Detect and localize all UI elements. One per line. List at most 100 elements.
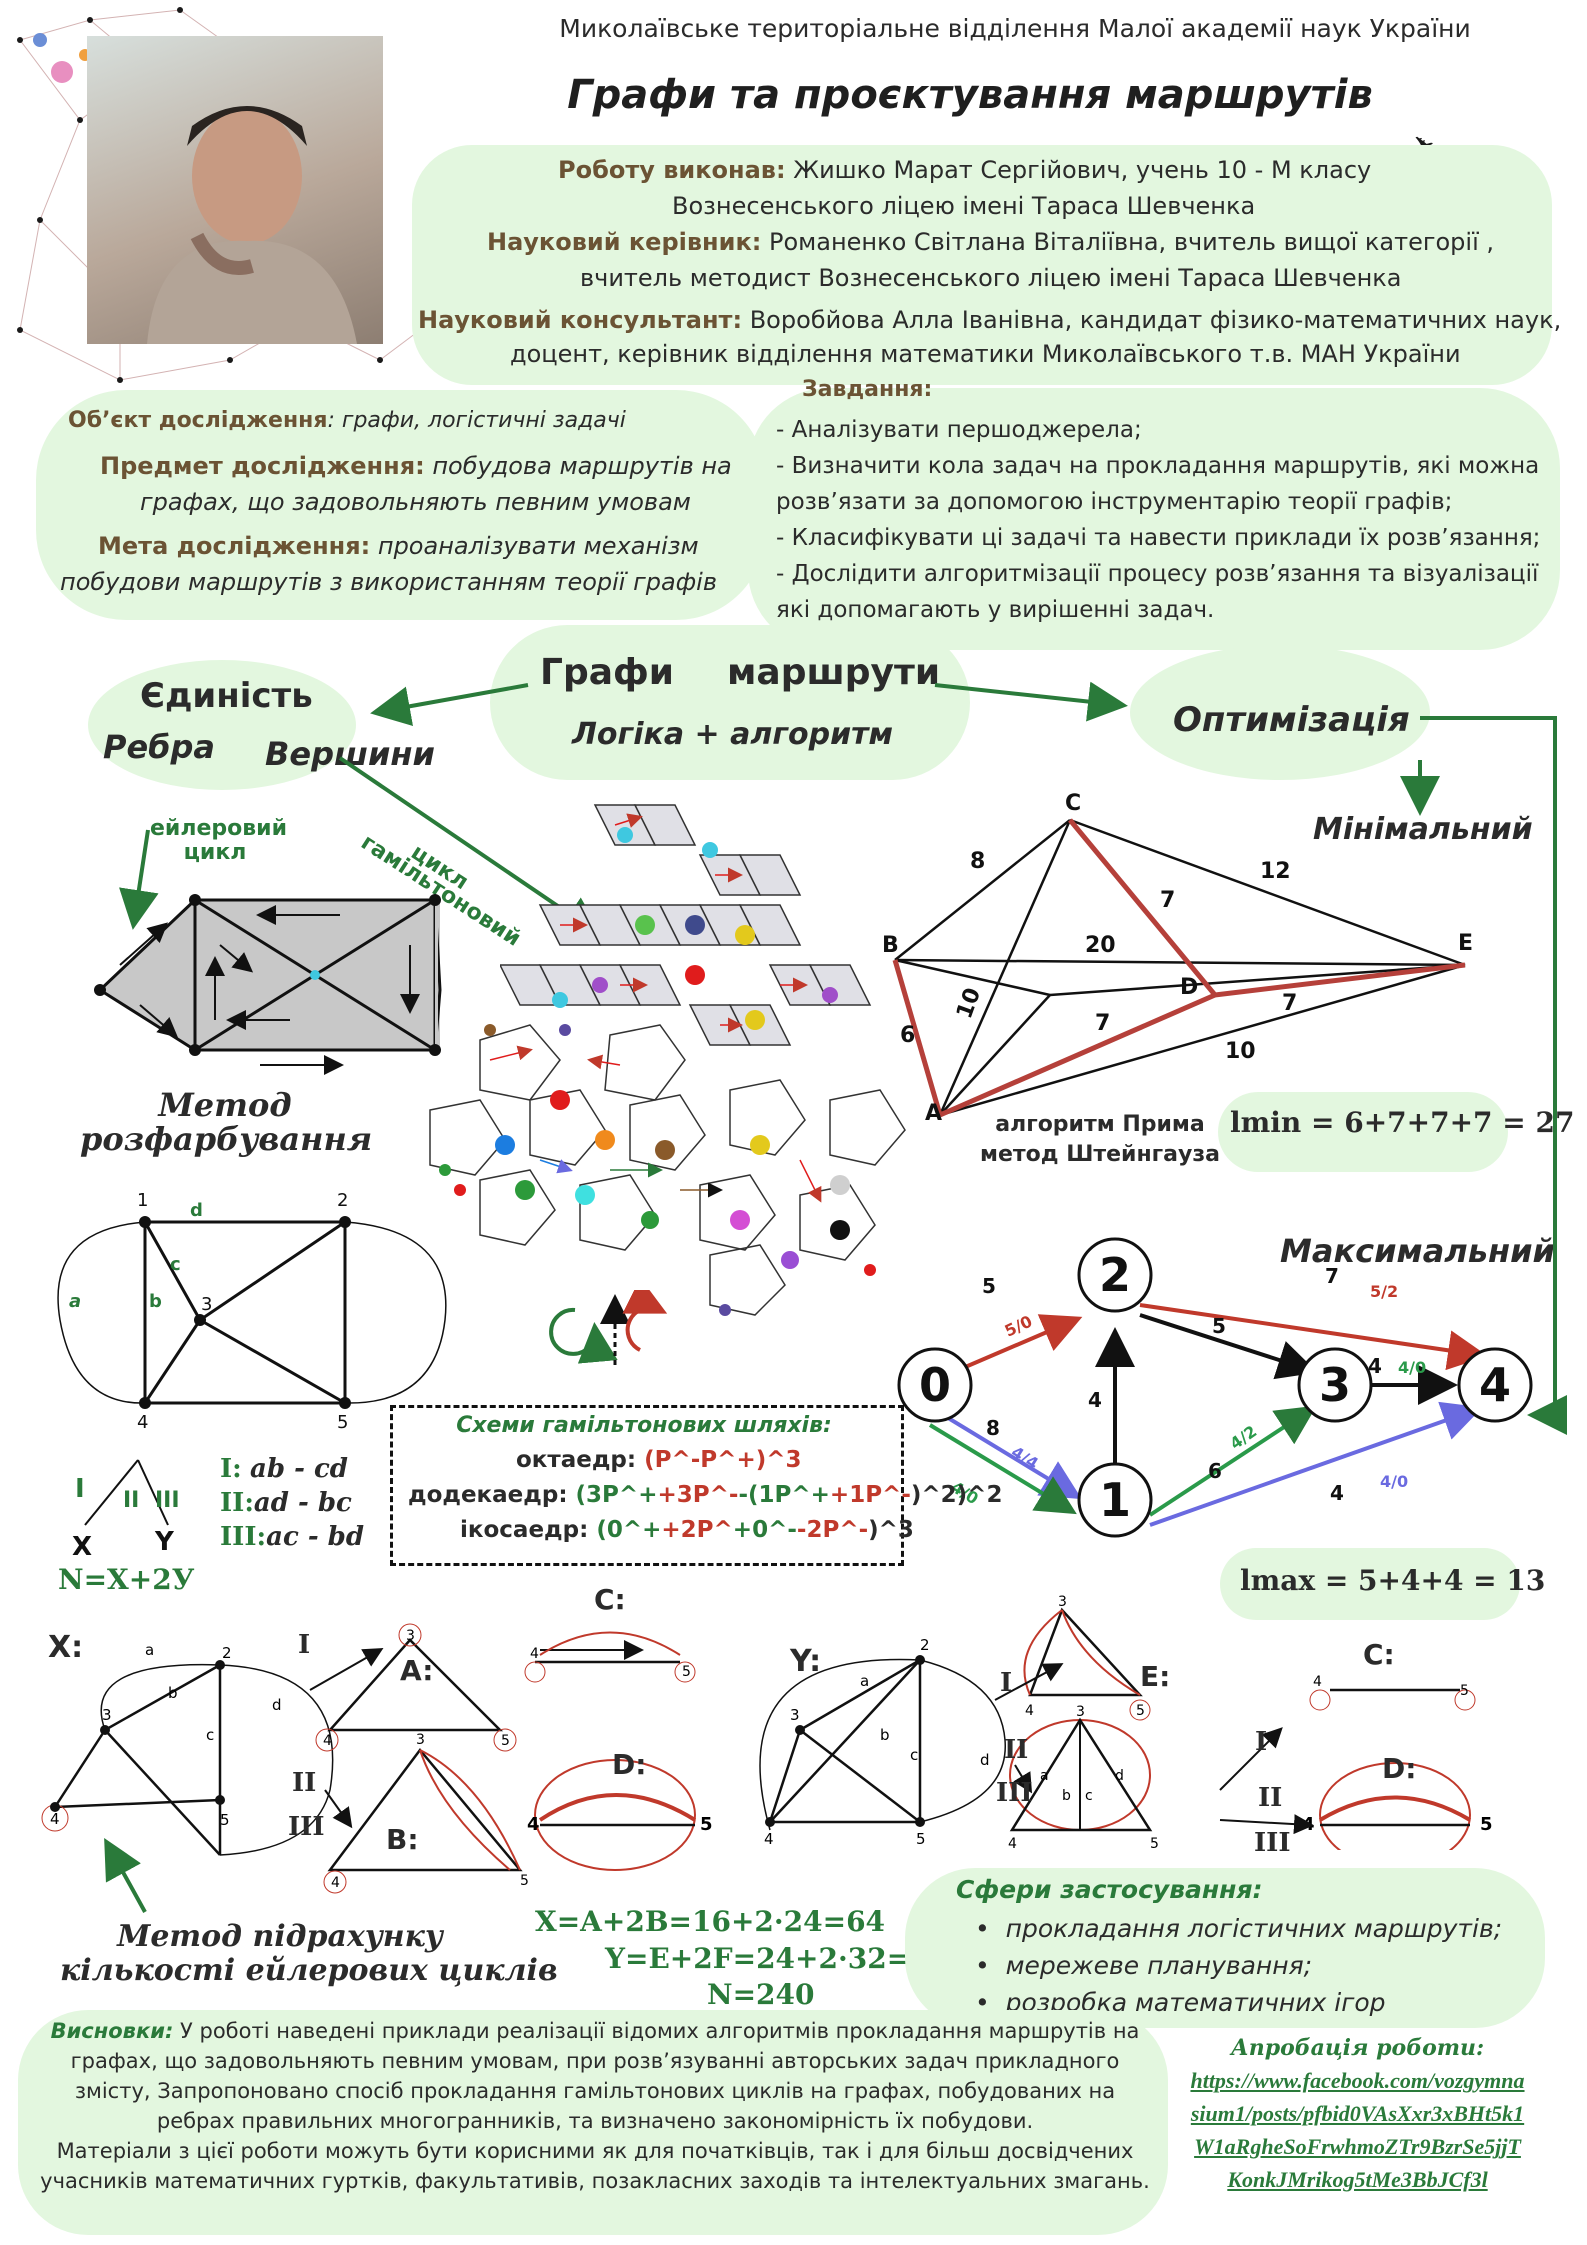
svg-text:4: 4 bbox=[331, 1875, 340, 1891]
vertex-label: 0 bbox=[919, 1358, 951, 1412]
vertex-label: C bbox=[1065, 791, 1081, 816]
org-title: Миколаївське територіальне відділення Ма… bbox=[559, 14, 1471, 43]
edge-label: 4 bbox=[1088, 1388, 1102, 1412]
svg-text:a: a bbox=[1040, 1768, 1049, 1784]
svg-text:5: 5 bbox=[916, 1830, 926, 1848]
lmax-formula: lmax = 5+4+4 = 13 bbox=[1240, 1564, 1546, 1597]
edge-label: a bbox=[69, 1291, 81, 1312]
svg-text:3: 3 bbox=[102, 1706, 112, 1724]
edge-label: 4/4 bbox=[1008, 1442, 1042, 1473]
octahedron-net bbox=[500, 804, 872, 1046]
svg-text:d: d bbox=[1115, 1768, 1124, 1784]
svg-text:c: c bbox=[910, 1746, 918, 1764]
tasks-list: - Аналізувати першоджерела; - Визначити … bbox=[776, 412, 1540, 628]
svg-text:5: 5 bbox=[520, 1873, 529, 1889]
sub-label-c: C: bbox=[594, 1583, 626, 1616]
svg-text:4: 4 bbox=[1008, 1836, 1017, 1850]
dodecahedron-net bbox=[429, 1024, 906, 1316]
roman-label: II bbox=[1004, 1735, 1029, 1765]
approbation-link[interactable]: https://www.facebook.com/vozgymna sium1/… bbox=[1190, 2068, 1525, 2192]
svg-text:4: 4 bbox=[50, 1810, 60, 1828]
tree-label: X bbox=[72, 1532, 92, 1562]
edges-label: Ребра bbox=[103, 728, 215, 766]
svg-text:4: 4 bbox=[1313, 1674, 1322, 1690]
svg-text:5: 5 bbox=[501, 1733, 510, 1749]
vertex-label: 1 bbox=[1099, 1473, 1131, 1527]
tree-label: II bbox=[123, 1488, 139, 1513]
authors-blob bbox=[412, 145, 1552, 385]
applications-blob bbox=[905, 1868, 1545, 2028]
sub-label-b: B: bbox=[386, 1823, 419, 1856]
vertex-label: 4 bbox=[137, 1412, 148, 1430]
edge-weight: 10 bbox=[952, 985, 986, 1022]
supervisor-line: Науковий керівник: Романенко Світлана Ві… bbox=[487, 228, 1494, 256]
edge-label: 4 bbox=[1368, 1354, 1382, 1378]
svg-text:4: 4 bbox=[530, 1646, 539, 1662]
svg-text:5: 5 bbox=[1480, 1814, 1493, 1835]
icosahedron-scheme: ікосаедр: (0^++2P^+0^--2P^-)^3 bbox=[460, 1517, 914, 1543]
euler-cycle-diagram bbox=[94, 894, 442, 1075]
edge-weight: 6 bbox=[900, 1023, 915, 1048]
routes-label: маршрути bbox=[727, 652, 941, 693]
vertices-label: Вершини bbox=[265, 735, 435, 773]
svg-text:5: 5 bbox=[220, 1811, 230, 1829]
edge-weight: 10 bbox=[1225, 1039, 1256, 1064]
hamilton-schemes-box bbox=[390, 1405, 904, 1566]
supervisor-line-2: вчитель методист Вознесенського ліцею ім… bbox=[580, 264, 1402, 292]
applications-list: • прокладання логістичних маршрутів; • м… bbox=[975, 1910, 1502, 2021]
svg-text:4: 4 bbox=[1025, 1703, 1034, 1719]
roman-label: I bbox=[1255, 1727, 1268, 1757]
svg-text:3: 3 bbox=[1076, 1704, 1085, 1720]
sub-label-c2: C: bbox=[1363, 1638, 1395, 1671]
roman-label: III bbox=[996, 1778, 1033, 1808]
euler-count-graph: 1 2 3 4 5 d c a b bbox=[57, 1190, 447, 1430]
task-item: - Класифікувати ці задачі та навести при… bbox=[776, 525, 1541, 551]
applications-title: Сфери застосування: bbox=[956, 1875, 1263, 1904]
vertex-label: 1 bbox=[137, 1190, 148, 1211]
edge-label: 4/0 bbox=[1398, 1358, 1426, 1377]
svg-text:5: 5 bbox=[1150, 1836, 1159, 1850]
unity-label: Єдиність bbox=[140, 676, 313, 716]
vertex-label: A bbox=[925, 1101, 942, 1126]
vertex-label: 4 bbox=[1479, 1358, 1511, 1412]
svg-text:5: 5 bbox=[1136, 1703, 1145, 1719]
page-title: Графи та проєктування маршрутів bbox=[567, 72, 1373, 118]
svg-text:c: c bbox=[206, 1726, 214, 1744]
svg-text:2: 2 bbox=[920, 1636, 930, 1654]
x-label: X: bbox=[48, 1630, 84, 1665]
sub-label-d2: D: bbox=[1382, 1752, 1417, 1785]
approbation-title: Апробація роботи: bbox=[1230, 2035, 1485, 2061]
svg-text:5: 5 bbox=[1460, 1683, 1469, 1699]
lmax-blob bbox=[1220, 1548, 1520, 1620]
edge-label: d bbox=[190, 1200, 203, 1221]
tree-label: Y bbox=[154, 1527, 175, 1557]
n-equation: N=240 bbox=[707, 1978, 815, 2011]
consultant-line: Науковий консультант: Воробйова Алла Іва… bbox=[418, 306, 1562, 334]
svg-text:4: 4 bbox=[323, 1733, 332, 1749]
logic-label: Логіка + алгоритм bbox=[572, 717, 894, 752]
roman-label: III bbox=[1254, 1828, 1291, 1858]
conclusions-blob bbox=[18, 2010, 1168, 2235]
task-item: розв’язати за допомогою інструментарію т… bbox=[776, 489, 1453, 515]
goal-line-2: побудови маршрутів з використанням теорі… bbox=[60, 568, 717, 596]
author-line: Роботу виконав: Жишко Марат Сергійович, … bbox=[558, 156, 1372, 184]
subject-line-2: графах, що задовольняють певним умовам bbox=[140, 488, 691, 516]
tree-label: I bbox=[75, 1474, 85, 1504]
svg-text:b: b bbox=[168, 1684, 178, 1702]
consultant-line-2: доцент, керівник відділення математики М… bbox=[510, 340, 1461, 368]
edge-label: 4 bbox=[1330, 1481, 1344, 1505]
research-blob bbox=[36, 390, 766, 620]
conclusions-text: Висновки: У роботі наведені приклади реа… bbox=[40, 2019, 1150, 2193]
edge-weight: 8 bbox=[970, 849, 985, 874]
roman-label: III bbox=[288, 1812, 325, 1842]
svg-text:d: d bbox=[980, 1751, 990, 1769]
graphs-label: Графи bbox=[540, 652, 674, 693]
sub-label-e: E: bbox=[1140, 1660, 1171, 1693]
svg-text:b: b bbox=[1062, 1788, 1071, 1804]
svg-text:3: 3 bbox=[790, 1706, 800, 1724]
svg-text:3: 3 bbox=[406, 1628, 415, 1644]
